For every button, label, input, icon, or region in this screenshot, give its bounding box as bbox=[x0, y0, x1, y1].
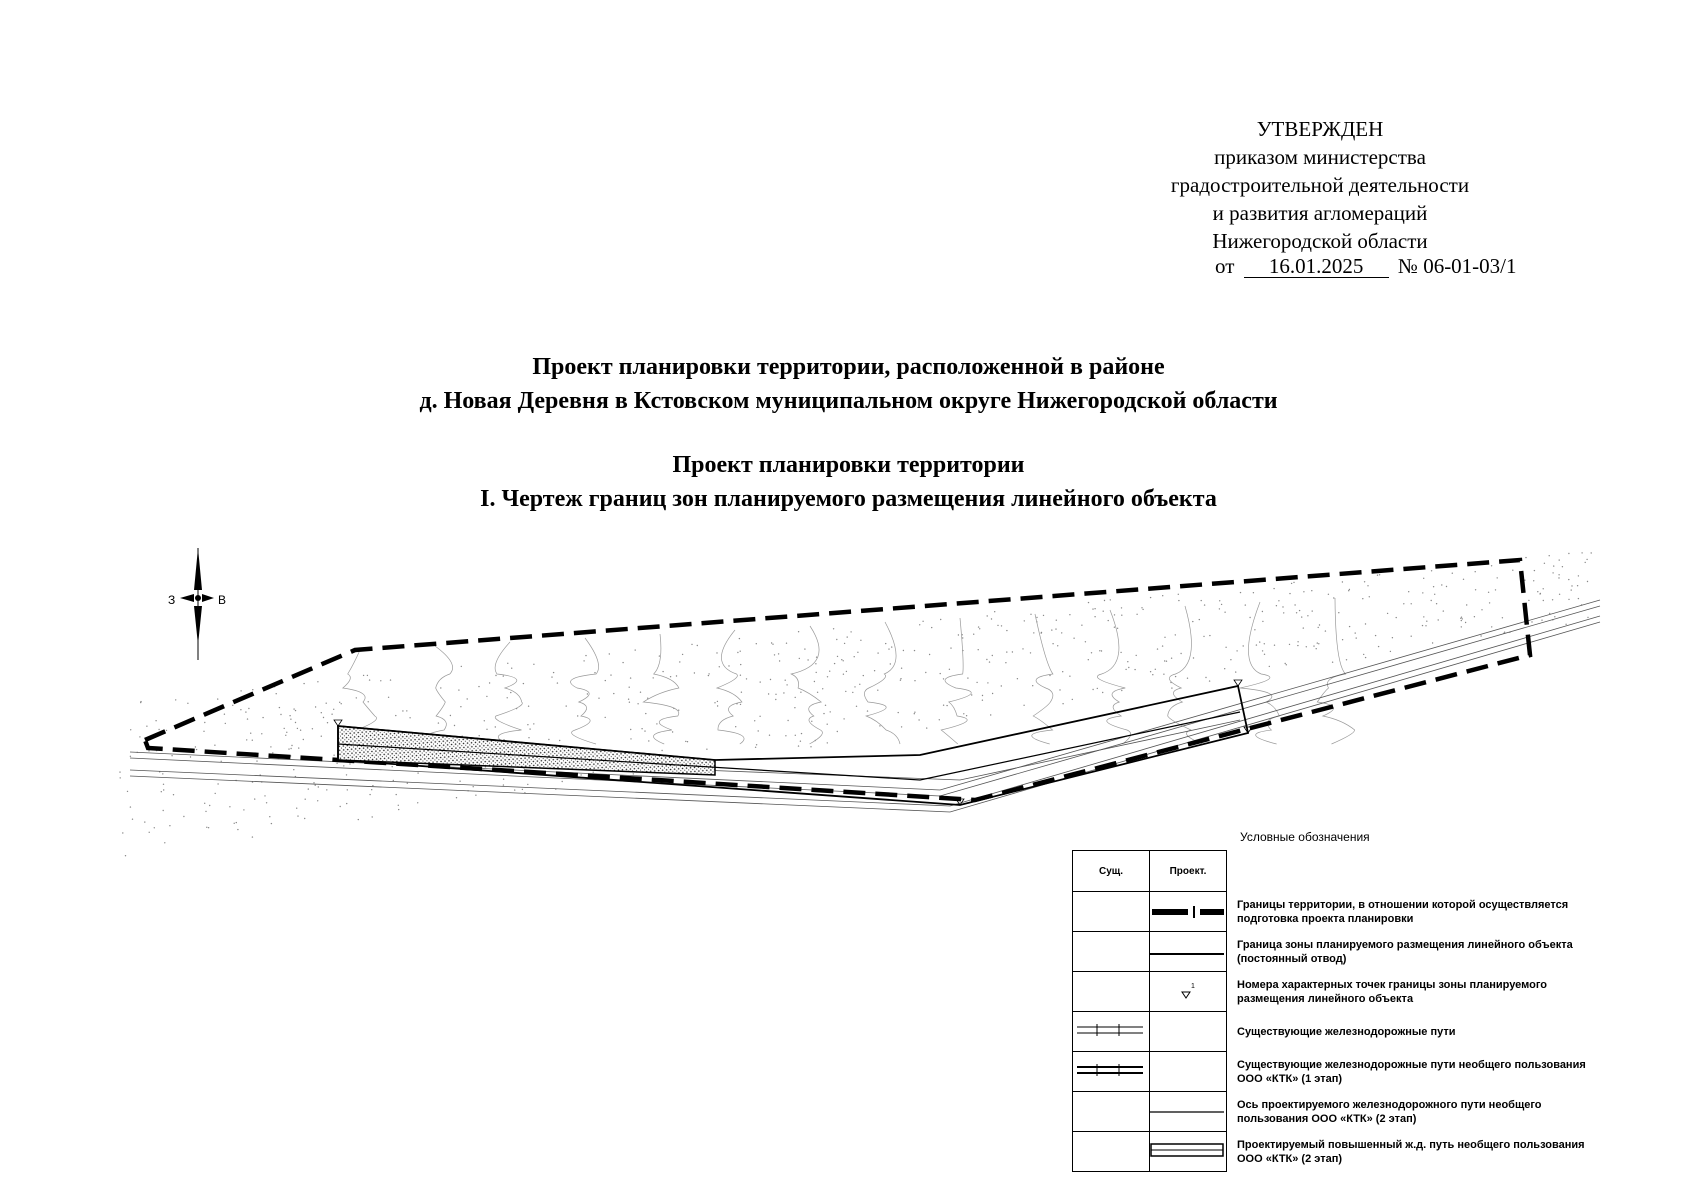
approval-line: и развития агломераций bbox=[1212, 201, 1428, 225]
approval-line: приказом министерства bbox=[1214, 145, 1426, 169]
legend-row: Граница зоны планируемого размещения лин… bbox=[1072, 931, 1609, 972]
legend-row: Границы территории, в отношении которой … bbox=[1072, 891, 1609, 932]
topographic-survey-background bbox=[119, 552, 1592, 857]
approval-number: № 06-01-03/1 bbox=[1397, 254, 1517, 278]
project-title-line: Проект планировки территории, расположен… bbox=[532, 354, 1165, 380]
approval-block: УТВЕРЖДЕН приказом министерства градостр… bbox=[1170, 115, 1470, 255]
approval-line: Нижегородской области bbox=[1212, 229, 1428, 253]
project-title-line: д. Новая Деревня в Кстовском муниципальн… bbox=[419, 388, 1278, 414]
planned-track-axis bbox=[337, 711, 1241, 781]
north-arrow-icon: З В bbox=[168, 548, 226, 660]
project-title: Проект планировки территории, расположен… bbox=[0, 350, 1697, 418]
existing-railway-tracks bbox=[129, 599, 1601, 813]
planned-zone-boundary bbox=[337, 684, 1250, 806]
legend-label: Граница зоны планируемого размещения лин… bbox=[1237, 938, 1573, 965]
approval-heading: УТВЕРЖДЕН bbox=[1256, 117, 1384, 141]
legend-col-existing: Сущ. bbox=[1072, 850, 1150, 892]
approval-date-line: от 16.01.2025 № 06-01-03/1 bbox=[1215, 254, 1517, 279]
approval-date: 16.01.2025 bbox=[1243, 255, 1389, 278]
legend-row: Существующие железнодорожные пути bbox=[1072, 1011, 1609, 1052]
compass-west-label: З bbox=[168, 593, 175, 607]
zone-point-markers bbox=[333, 679, 1253, 806]
approval-line: градостроительной деятельности bbox=[1170, 173, 1470, 197]
legend-row: 1 Номера характерных точек границы зоны … bbox=[1072, 971, 1609, 1012]
section-title: Проект планировки территории I. Чертеж г… bbox=[0, 448, 1697, 516]
territory-boundary bbox=[142, 557, 1533, 803]
legend-table: Сущ. Проект. Границы территории, в отнош… bbox=[1072, 850, 1609, 1172]
legend-row: Проектируемый повышенный ж.д. путь необщ… bbox=[1072, 1131, 1609, 1172]
legend-row: Ось проектируемого железнодорожного пути… bbox=[1072, 1091, 1609, 1132]
legend-col-project: Проект. bbox=[1149, 850, 1227, 892]
compass-east-label: В bbox=[218, 593, 226, 607]
section-title-line: Проект планировки территории bbox=[672, 452, 1025, 478]
legend-title: Условные обозначения bbox=[1240, 830, 1370, 844]
legend-label: Границы территории, в отношении которой … bbox=[1237, 898, 1569, 925]
section-title-line: I. Чертеж границ зон планируемого размещ… bbox=[480, 486, 1217, 512]
legend-label: Ось проектируемого железнодорожного пути… bbox=[1237, 1098, 1542, 1125]
legend-label: Существующие железнодорожные пути bbox=[1237, 1025, 1456, 1038]
legend-label: Существующие железнодорожные пути необще… bbox=[1237, 1058, 1586, 1085]
date-prefix: от bbox=[1215, 254, 1235, 278]
legend-row: Существующие железнодорожные пути необще… bbox=[1072, 1051, 1609, 1092]
svg-text:1: 1 bbox=[1191, 983, 1195, 990]
legend-label: Номера характерных точек границы зоны пл… bbox=[1237, 978, 1548, 1005]
legend-label: Проектируемый повышенный ж.д. путь необщ… bbox=[1237, 1138, 1585, 1165]
planned-zone-hatched bbox=[337, 725, 716, 776]
